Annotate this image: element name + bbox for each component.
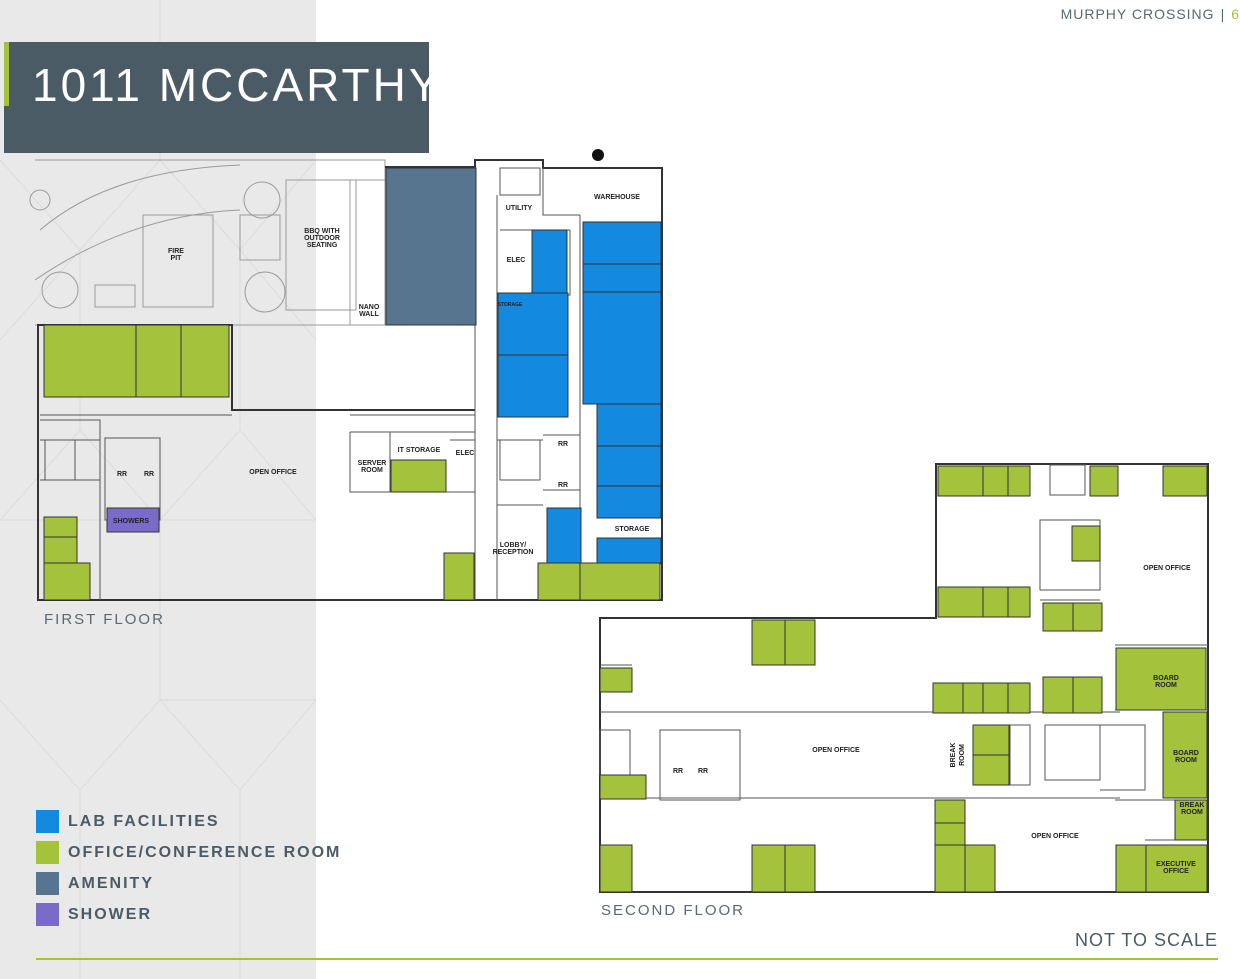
room-rr-6: RR <box>698 768 708 775</box>
room-board-2-line2: ROOM <box>1175 757 1197 764</box>
page-number: 6 <box>1231 6 1240 22</box>
legend-label-office: OFFICE/CONFERENCE ROOM <box>68 843 342 861</box>
room-nano-line2: WALL <box>359 311 380 318</box>
room-showers: SHOWERS <box>113 518 150 525</box>
room-board-1-line2: ROOM <box>1155 682 1177 689</box>
legend: LAB FACILITIES OFFICE/CONFERENCE ROOM AM… <box>36 806 341 930</box>
project-name: MURPHY CROSSING <box>1060 6 1215 22</box>
room-rr-3: RR <box>117 471 127 478</box>
first-floor-plan: WAREHOUSE UTILITY ELEC STORAGE BBQ WITH … <box>29 149 663 601</box>
room-rr-4: RR <box>144 471 154 478</box>
room-rr-2: RR <box>558 482 568 489</box>
room-fire-line1: FIRE <box>168 248 184 255</box>
room-break-2-line2: ROOM <box>959 744 966 766</box>
room-elec-2: ELEC <box>456 450 475 457</box>
room-rr-1: RR <box>558 441 568 448</box>
room-fire-line2: PIT <box>171 255 183 262</box>
room-bbq-line1: BBQ WITH <box>304 228 339 235</box>
room-server-line1: SERVER <box>358 460 387 467</box>
room-bbq-line2: OUTDOOR <box>304 235 340 242</box>
second-floor-label: SECOND FLOOR <box>601 902 746 919</box>
second-floor-plan: OPEN OFFICE OPEN OFFICE OPEN OFFICE BOAR… <box>599 463 1209 893</box>
room-lobby-line2: RECEPTION <box>493 549 534 556</box>
legend-item-lab: LAB FACILITIES <box>36 806 341 837</box>
room-elec: ELEC <box>507 257 526 264</box>
room-open-office-2b: OPEN OFFICE <box>812 747 860 754</box>
title-banner <box>4 42 429 153</box>
page-title: 1011 MCCARTHY <box>32 59 443 111</box>
room-board-1-line1: BOARD <box>1153 675 1179 682</box>
room-exec-line2: OFFICE <box>1163 868 1189 875</box>
bottom-rule <box>36 958 1218 960</box>
room-warehouse: WAREHOUSE <box>594 194 640 201</box>
room-break-2-line1: BREAK <box>950 743 957 768</box>
room-storage: STORAGE <box>615 526 650 533</box>
room-open-office-1: OPEN OFFICE <box>249 469 297 476</box>
legend-label-amenity: AMENITY <box>68 874 154 892</box>
legend-label-lab: LAB FACILITIES <box>68 812 220 830</box>
legend-label-shower: SHOWER <box>68 905 152 923</box>
room-bbq-line3: SEATING <box>307 242 338 249</box>
not-to-scale-note: NOT TO SCALE <box>1074 930 1218 950</box>
room-server-line2: ROOM <box>361 467 383 474</box>
room-open-office-2a: OPEN OFFICE <box>1143 565 1191 572</box>
legend-item-office: OFFICE/CONFERENCE ROOM <box>36 837 341 868</box>
room-it-storage: IT STORAGE <box>398 447 441 454</box>
room-rr-5: RR <box>673 768 683 775</box>
legend-swatch-amenity <box>36 872 59 895</box>
room-storage-small: STORAGE <box>498 302 523 308</box>
first-floor-label: FIRST FLOOR <box>44 611 165 628</box>
header-separator: | <box>1220 6 1226 22</box>
title-accent-bar <box>4 42 9 106</box>
room-lobby-line1: LOBBY/ <box>500 542 527 549</box>
entry-marker <box>592 149 604 161</box>
legend-swatch-shower <box>36 903 59 926</box>
room-exec-line1: EXECUTIVE <box>1156 861 1196 868</box>
room-board-2-line1: BOARD <box>1173 750 1199 757</box>
legend-item-shower: SHOWER <box>36 899 341 930</box>
legend-item-amenity: AMENITY <box>36 868 341 899</box>
room-utility: UTILITY <box>506 205 533 212</box>
legend-swatch-lab <box>36 810 59 833</box>
room-nano-line1: NANO <box>359 304 380 311</box>
header-project: MURPHY CROSSING | 6 <box>1061 6 1240 22</box>
room-open-office-2c: OPEN OFFICE <box>1031 833 1079 840</box>
room-break-line2: ROOM <box>1181 809 1203 816</box>
legend-swatch-office <box>36 841 59 864</box>
first-floor-walls <box>37 159 663 601</box>
room-break-line1: BREAK <box>1180 802 1205 809</box>
